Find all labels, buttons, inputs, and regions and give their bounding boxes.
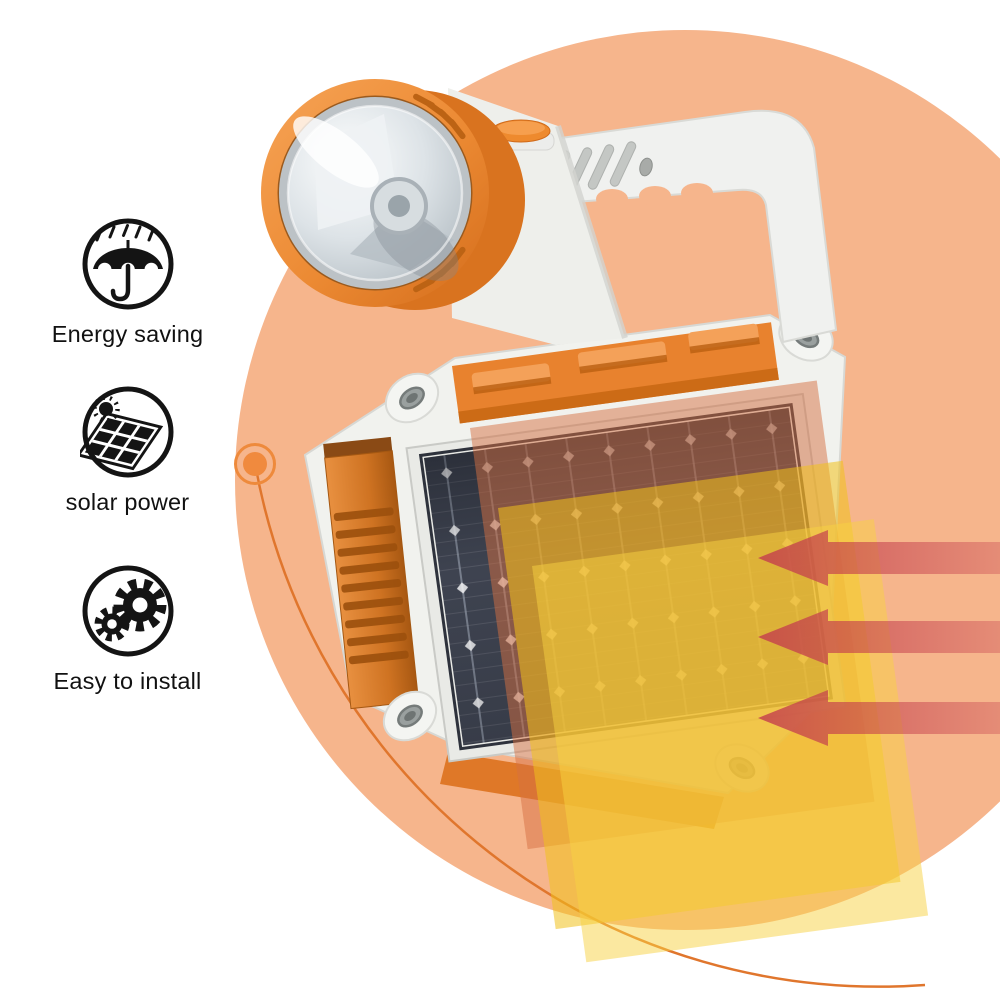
side-grip	[323, 436, 420, 710]
sun-ray-arrow-2	[758, 609, 1000, 665]
corner-screw-top-left	[384, 372, 440, 424]
feature-energy-saving: Energy saving	[30, 216, 225, 348]
large-gear	[113, 578, 166, 632]
handle-finger-scallops	[596, 183, 713, 209]
feature-easy-install: Easy to install	[30, 563, 225, 695]
reflector-shadow	[350, 206, 454, 270]
spotlight-head	[261, 79, 525, 310]
orbit-dot	[234, 443, 276, 485]
sun-ray-arrow-3	[758, 690, 1000, 746]
small-gear	[94, 606, 129, 642]
gears-icon	[82, 565, 173, 657]
feature-label: Energy saving	[51, 321, 204, 347]
umbrella-rain-icon	[82, 218, 173, 310]
feature-solar-power: solar power	[30, 384, 225, 516]
sun-ray-arrow-1	[758, 530, 1000, 586]
orbit-arc	[253, 462, 926, 988]
handle-lanyard-hole	[639, 157, 653, 177]
lens-glare	[293, 116, 379, 188]
feature-label: solar power	[65, 489, 190, 515]
top-rail-strip	[452, 322, 779, 424]
bezel-vent-slots	[413, 93, 466, 293]
sun-solar-panel-icon	[79, 386, 173, 478]
feature-label: Easy to install	[53, 668, 202, 694]
sun-ray-arrows	[758, 530, 1000, 746]
sun-glyph	[91, 395, 120, 423]
panel-glyph	[79, 411, 163, 471]
sunlight-overlay-front	[532, 519, 929, 963]
corner-screw-bottom-left	[382, 690, 438, 742]
rain-drops	[95, 224, 154, 242]
